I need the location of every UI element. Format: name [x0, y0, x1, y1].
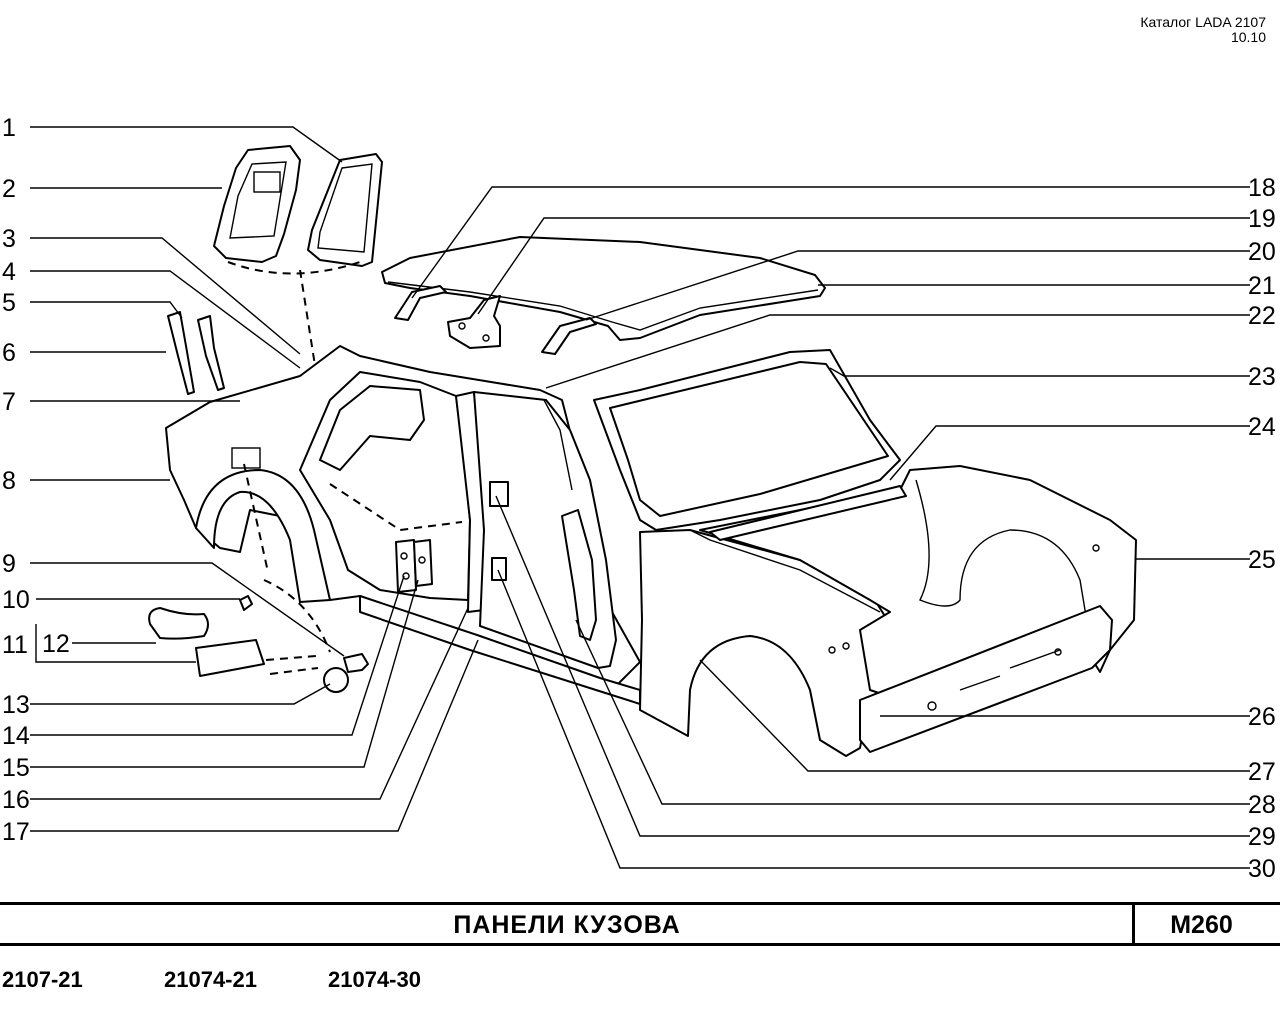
door-hinges: [395, 539, 433, 593]
leader-lines: [30, 126, 1250, 869]
callout-11: 11: [2, 631, 28, 659]
a-pillar-reinforcement: [561, 509, 597, 641]
body-side-frame: [165, 345, 641, 705]
callout-13: 13: [2, 691, 30, 719]
callout-22: 22: [1248, 302, 1276, 330]
model-code-1: 2107-21: [2, 967, 83, 992]
model-code-2: 21074-21: [164, 967, 257, 992]
callout-7: 7: [2, 388, 16, 416]
callout-29: 29: [1248, 823, 1276, 851]
roof-panel: [381, 236, 826, 341]
callout-15: 15: [2, 754, 30, 782]
callout-12: 12: [42, 630, 70, 658]
callout-26: 26: [1248, 703, 1276, 731]
callout-5: 5: [2, 289, 16, 317]
callout-14: 14: [2, 722, 30, 750]
callouts-left: 1 2 3 4 5 6 7 8 9 10 11 12 13 14 15 16 1…: [2, 114, 70, 846]
c-pillar-trims: [167, 311, 225, 395]
callout-17: 17: [2, 818, 30, 846]
callout-6: 6: [2, 339, 16, 367]
rear-trim-frame: [213, 145, 301, 263]
callout-30: 30: [1248, 855, 1276, 883]
callout-21: 21: [1248, 272, 1276, 300]
callout-4: 4: [2, 258, 16, 286]
door-brackets: [489, 481, 509, 581]
callout-19: 19: [1248, 205, 1276, 233]
callout-20: 20: [1248, 238, 1276, 266]
callout-24: 24: [1248, 413, 1276, 441]
roof-bows: [394, 285, 597, 355]
fasteners: [148, 595, 369, 693]
callout-23: 23: [1248, 363, 1276, 391]
callout-1: 1: [2, 114, 16, 142]
page-title: ПАНЕЛИ КУЗОВА: [453, 911, 681, 939]
callout-3: 3: [2, 225, 16, 253]
callout-18: 18: [1248, 174, 1276, 202]
windshield-frame: [593, 349, 901, 531]
callout-10: 10: [2, 586, 30, 614]
callout-2: 2: [2, 175, 16, 203]
callout-28: 28: [1248, 791, 1276, 819]
callout-9: 9: [2, 550, 16, 578]
title-bar: ПАНЕЛИ КУЗОВА М260: [0, 902, 1280, 946]
callout-27: 27: [1248, 758, 1276, 786]
callouts-right: 18 19 20 21 22 23 24 25 26 27 28 29 30: [1248, 174, 1276, 883]
page-code: М260: [1170, 911, 1233, 939]
model-code-3: 21074-30: [328, 967, 421, 992]
body-panels-diagram: 1 2 3 4 5 6 7 8 9 10 11 12 13 14 15 16 1…: [2, 114, 1276, 883]
callout-16: 16: [2, 786, 30, 814]
catalog-name: Каталог LADA 2107: [1140, 14, 1266, 30]
title-divider: [1132, 905, 1135, 943]
catalog-date: 10.10: [1230, 29, 1266, 45]
callout-25: 25: [1248, 546, 1276, 574]
callout-8: 8: [2, 467, 16, 495]
rear-glass-seal: [307, 153, 383, 267]
